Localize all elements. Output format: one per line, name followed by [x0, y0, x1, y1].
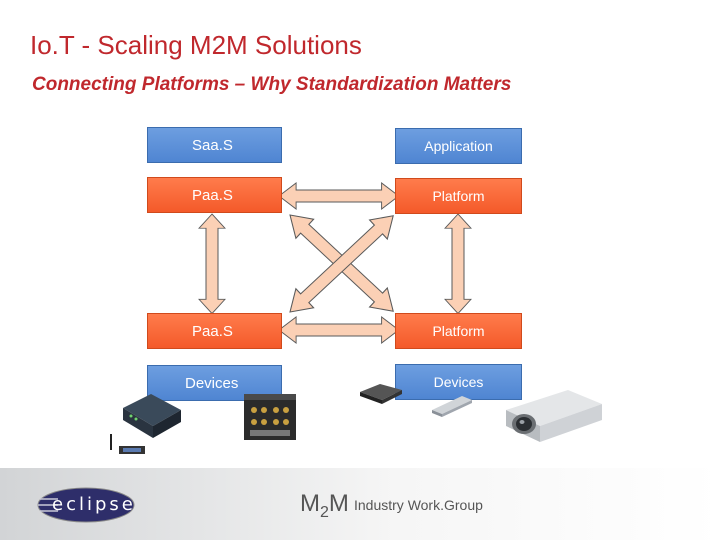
industry-workgroup-text: Industry Work.Group [354, 497, 483, 513]
left-devices-box: Devices [147, 365, 282, 401]
embedded-board-icon [244, 394, 296, 440]
eclipse-logo [37, 487, 135, 523]
m2m-digit: 2 [320, 504, 329, 521]
slide-subtitle: Connecting Platforms – Why Standardizati… [32, 74, 512, 95]
m2m-letter-second: M [328, 490, 349, 517]
arrow-bottom-horizontal [278, 316, 400, 344]
router-device-icon [110, 394, 181, 454]
left-paas-box-top: Paa.S [147, 177, 282, 213]
arrow-right-vertical [444, 213, 472, 315]
slide-title: Io.T - Scaling M2M Solutions [30, 30, 362, 60]
m2m-letter-first: M [300, 490, 320, 517]
right-platform-box-top: Platform [395, 178, 522, 214]
left-saas-box: Saa.S [147, 127, 282, 163]
right-devices-box: Devices [395, 364, 522, 400]
m2m-logo: M2M [300, 490, 349, 522]
camera-device-icon [506, 390, 602, 442]
eclipse-logo-text: eclipse [52, 494, 136, 515]
right-platform-box-bottom: Platform [395, 313, 522, 349]
right-application-box: Application [395, 128, 522, 164]
modem-device-icon [360, 384, 402, 404]
usb-stick-icon [432, 396, 472, 417]
left-paas-box-bottom: Paa.S [147, 313, 282, 349]
arrow-top-horizontal [278, 182, 400, 210]
arrow-left-vertical [198, 213, 226, 315]
